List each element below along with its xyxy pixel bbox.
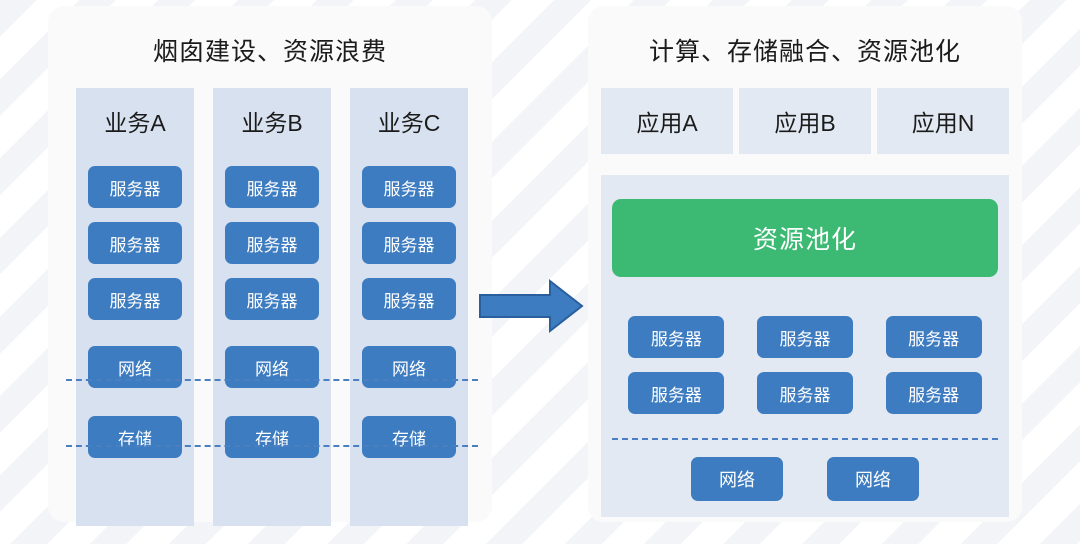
server-chip[interactable]: 服务器 [88,278,182,320]
server-chip[interactable]: 服务器 [88,222,182,264]
server-chip[interactable]: 服务器 [362,222,456,264]
server-chip[interactable]: 服务器 [628,372,725,414]
business-column-a-label: 业务A [104,110,166,136]
business-column-b[interactable]: 业务B 服务器 服务器 服务器 网络 存储 [213,88,331,526]
right-panel-card: 计算、存储融合、资源池化 应用A 应用B 应用N 资源池化 服务器 服务器 服务… [588,6,1022,522]
resource-pool-container: 资源池化 服务器 服务器 服务器 服务器 服务器 服务器 网络 网络 [601,175,1009,517]
transition-arrow [478,278,584,334]
application-box-b[interactable]: 应用B [739,88,871,154]
server-chip[interactable]: 服务器 [88,166,182,208]
network-chip[interactable]: 网络 [88,346,182,388]
server-chip[interactable]: 服务器 [225,166,319,208]
business-columns: 业务A 服务器 服务器 服务器 网络 存储 业务B 服务器 服务器 服务器 网络… [76,88,468,526]
network-chip[interactable]: 网络 [225,346,319,388]
arrow-right-icon [479,278,584,334]
server-chip[interactable]: 服务器 [756,316,853,358]
resource-pool-banner[interactable]: 资源池化 [612,199,998,277]
pooled-network-row: 网络 网络 [612,457,998,501]
server-chip[interactable]: 服务器 [362,166,456,208]
storage-chip[interactable]: 存储 [225,416,319,458]
pooled-server-grid: 服务器 服务器 服务器 服务器 服务器 服务器 [612,316,998,414]
server-chip[interactable]: 服务器 [225,278,319,320]
server-chip[interactable]: 服务器 [628,316,725,358]
left-panel-title: 烟囱建设、资源浪费 [152,38,387,66]
storage-layer-divider [66,445,478,447]
storage-chip[interactable]: 存储 [362,416,456,458]
server-chip[interactable]: 服务器 [885,316,982,358]
server-chip[interactable]: 服务器 [225,222,319,264]
storage-chip[interactable]: 存储 [88,416,182,458]
server-chip[interactable]: 服务器 [885,372,982,414]
server-chip[interactable]: 服务器 [756,372,853,414]
server-chip[interactable]: 服务器 [362,278,456,320]
business-column-c[interactable]: 业务C 服务器 服务器 服务器 网络 存储 [350,88,468,526]
left-panel-card: 烟囱建设、资源浪费 业务A 服务器 服务器 服务器 网络 存储 业务B 服务器 … [48,6,492,526]
pooled-network-divider [612,438,998,440]
business-column-c-servers: 服务器 服务器 服务器 [362,166,456,320]
network-layer-divider [66,379,478,381]
business-column-b-servers: 服务器 服务器 服务器 [225,166,319,320]
network-chip[interactable]: 网络 [691,457,783,501]
business-column-b-label: 业务B [241,110,303,136]
network-chip[interactable]: 网络 [362,346,456,388]
application-box-a[interactable]: 应用A [601,88,733,154]
application-boxes: 应用A 应用B 应用N [601,88,1009,154]
application-box-n[interactable]: 应用N [877,88,1009,154]
network-chip[interactable]: 网络 [827,457,919,501]
right-panel-title: 计算、存储融合、资源池化 [648,38,961,66]
business-column-a[interactable]: 业务A 服务器 服务器 服务器 网络 存储 [76,88,194,526]
business-column-c-label: 业务C [377,110,441,136]
business-column-a-servers: 服务器 服务器 服务器 [88,166,182,320]
